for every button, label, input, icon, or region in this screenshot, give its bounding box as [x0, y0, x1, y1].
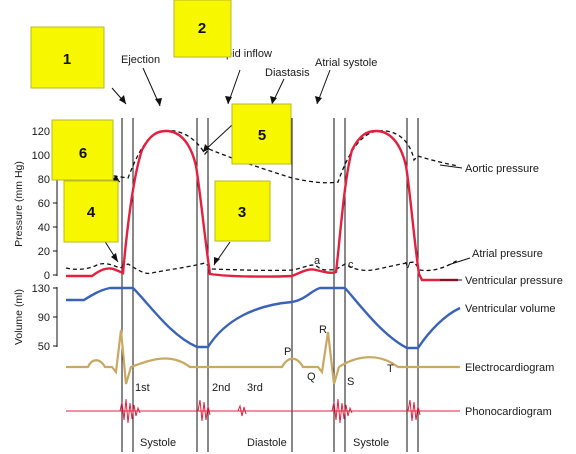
pressure-axis-title: Pressure (mm Hg) — [13, 161, 25, 247]
label-ejection: Ejection — [121, 54, 160, 66]
ecg-wave-t: T — [387, 363, 394, 375]
callout-arrows — [99, 124, 233, 266]
ecg-wave-p: P — [284, 346, 291, 358]
arrowhead — [270, 96, 277, 104]
ecg-wave-r: R — [319, 324, 327, 336]
callout-box-1: 1 — [30, 26, 105, 89]
heart-sound-third: 3rd — [247, 382, 263, 394]
callout-box-6: 6 — [51, 119, 114, 181]
arrowhead — [119, 95, 126, 104]
arrowhead — [112, 175, 120, 182]
ventricular-pressure-curve — [66, 129, 458, 282]
second-heart-sound-burst — [197, 399, 211, 422]
atrial-wave-c: c — [348, 259, 354, 271]
callout-number: 1 — [63, 51, 71, 68]
ecg-wave-s: S — [347, 376, 354, 388]
label-ventricular-volume: Ventricular volume — [465, 303, 556, 315]
ventricular-volume-curve — [66, 286, 461, 350]
leader-line — [439, 164, 463, 169]
tick-label: 90 — [38, 312, 50, 324]
label-diastasis: Diastasis — [265, 67, 310, 79]
heart-sound-second: 2nd — [212, 382, 230, 394]
callout-box-3: 3 — [214, 180, 271, 242]
label-systole-2: Systole — [353, 437, 389, 449]
ecg-wave-q: Q — [307, 371, 316, 383]
callout-box-5: 5 — [231, 103, 292, 165]
volume-axis: 130 90 50 Volume (ml) — [13, 283, 58, 353]
arrowhead — [111, 253, 118, 262]
label-atrial-pressure: Atrial pressure — [472, 248, 543, 260]
volume-axis-title: Volume (ml) — [13, 289, 25, 345]
pressure-axis: 120 100 80 60 40 20 0 Pressure (mm Hg) — [13, 126, 58, 282]
callout-box-2: 2 — [173, 0, 232, 58]
phonocardiogram-trace — [66, 398, 460, 424]
label-systole-1: Systole — [140, 437, 176, 449]
arrowhead — [214, 257, 220, 265]
label-aortic-pressure: Aortic pressure — [465, 163, 539, 175]
tick-label: 0 — [44, 270, 50, 282]
first-heart-sound-burst — [331, 398, 353, 424]
label-atrial-systole: Atrial systole — [315, 57, 377, 69]
third-heart-sound-burst — [237, 404, 247, 417]
aortic-pressure-curve — [65, 129, 459, 184]
tick-label: 60 — [38, 198, 50, 210]
atrial-pressure-curve — [65, 259, 459, 275]
heart-sound-first: 1st — [135, 382, 150, 394]
callout-number: 6 — [79, 145, 87, 162]
label-ventricular-pressure: Ventricular pressure — [465, 275, 563, 287]
phase-arrowheads — [119, 95, 322, 106]
right-label-leaders — [439, 164, 471, 281]
callout-number: 3 — [238, 204, 246, 221]
first-heart-sound-burst — [119, 398, 141, 424]
tick-label: 40 — [38, 222, 50, 234]
callout-arrowheads — [111, 144, 220, 265]
label-electrocardiogram: Electrocardiogram — [465, 362, 554, 374]
label-diastole: Diastole — [247, 437, 287, 449]
callout-number: 4 — [87, 204, 96, 221]
arrowhead — [315, 96, 322, 104]
arrowhead — [225, 96, 232, 104]
callout-box-4: 4 — [63, 180, 119, 243]
atrial-wave-v: v — [405, 259, 411, 271]
second-heart-sound-burst — [407, 399, 421, 422]
callout-number: 5 — [258, 127, 266, 144]
tick-label: 80 — [38, 174, 50, 186]
tick-label: 20 — [38, 246, 50, 258]
electrocardiogram-trace — [66, 329, 460, 385]
tick-label: 130 — [32, 283, 50, 295]
tick-label: 50 — [38, 341, 50, 353]
atrial-wave-a: a — [314, 255, 321, 267]
arrowhead — [155, 98, 162, 106]
arrowhead — [203, 144, 210, 152]
tick-label: 120 — [32, 126, 50, 138]
label-phonocardiogram: Phonocardiogram — [465, 406, 552, 418]
tick-label: 100 — [32, 150, 50, 162]
phase-divider-lines — [121, 118, 419, 452]
leader-line — [447, 257, 471, 266]
callout-number: 2 — [198, 20, 206, 37]
